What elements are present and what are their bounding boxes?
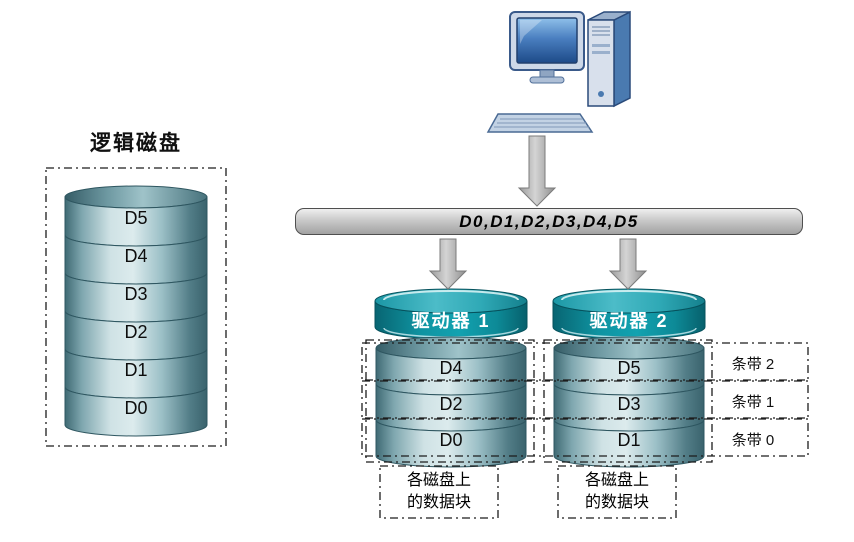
down-arrow-icon bbox=[517, 135, 557, 207]
monitor-screen bbox=[516, 17, 578, 64]
disk-segment-label: D3 bbox=[617, 394, 640, 414]
drive2-header-top bbox=[552, 288, 706, 314]
disk-segment-label: D1 bbox=[617, 430, 640, 450]
drive1-header-top bbox=[374, 288, 528, 314]
stripe-label-1: 条带 1 bbox=[731, 394, 775, 411]
drive1-header: 驱动器 1 bbox=[374, 288, 528, 340]
drive2-name: 驱动器 2 bbox=[589, 311, 668, 331]
down-arrow-icon bbox=[608, 238, 648, 290]
down-arrow-icon bbox=[428, 238, 468, 290]
stripe-label-0: 条带 0 bbox=[731, 432, 775, 449]
drive2-caption-line2: 的数据块 bbox=[584, 494, 649, 511]
logical-disk-title: 逻辑磁盘 bbox=[90, 132, 182, 155]
disk-segment-label: D4 bbox=[124, 246, 147, 266]
tower-side bbox=[613, 10, 631, 108]
computer-icon bbox=[486, 10, 631, 133]
disk-segment-label: D2 bbox=[124, 322, 147, 342]
drive2-caption-line1: 各磁盘上 bbox=[584, 471, 649, 489]
bus-bar: D0,D1,D2,D3,D4,D5 bbox=[295, 208, 803, 235]
disk-segment-label: D2 bbox=[439, 394, 462, 414]
disk-segment-label: D4 bbox=[439, 358, 462, 378]
drive2-caption: 各磁盘上 的数据块 bbox=[558, 466, 676, 518]
drive1-caption: 各磁盘上 的数据块 bbox=[380, 466, 498, 518]
logical-disk-stack: D5 D4 D3 D2 D1 D0 bbox=[64, 185, 208, 437]
drive2-header: 驱动器 2 bbox=[552, 288, 706, 340]
stripe-label-2: 条带 2 bbox=[731, 356, 775, 373]
drive1-caption-line2: 的数据块 bbox=[406, 494, 471, 511]
monitor-neck bbox=[539, 69, 555, 78]
drive2-stack: D5 D3 D1 bbox=[553, 336, 705, 468]
disk-segment-label: D5 bbox=[124, 208, 147, 228]
drive1-stack: D4 D2 D0 bbox=[375, 336, 527, 468]
monitor-base bbox=[529, 76, 565, 84]
disk-segment-label: D0 bbox=[124, 398, 147, 418]
drive1-name: 驱动器 1 bbox=[411, 311, 490, 331]
disk-segment-label: D5 bbox=[617, 358, 640, 378]
disk-segment-label: D0 bbox=[439, 430, 462, 450]
disk-segment-label: D1 bbox=[124, 360, 147, 380]
bus-label: D0,D1,D2,D3,D4,D5 bbox=[459, 211, 639, 231]
disk-segment-label: D3 bbox=[124, 284, 147, 304]
drive1-caption-line1: 各磁盘上 bbox=[406, 471, 471, 489]
